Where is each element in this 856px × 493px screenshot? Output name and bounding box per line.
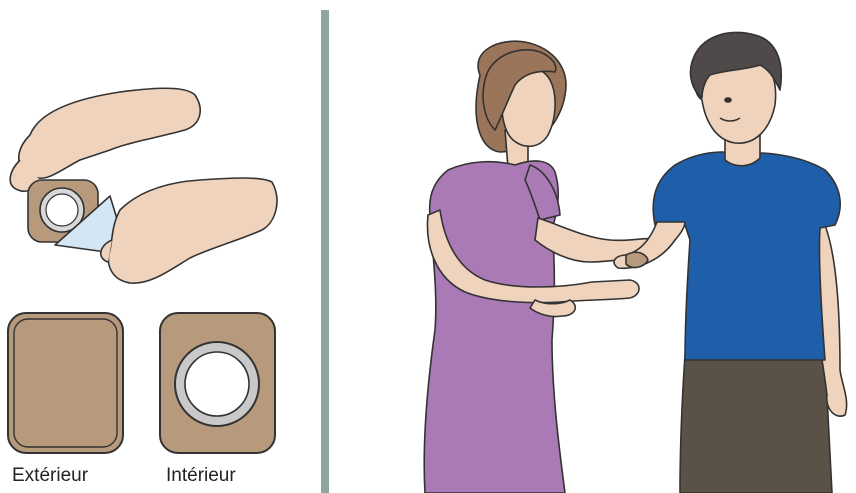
left-panel: Extérieur Intérieur	[0, 0, 320, 493]
upper-hand-illustration	[9, 87, 201, 193]
exterior-caption: Extérieur	[12, 465, 89, 486]
lower-hand-illustration	[100, 177, 278, 284]
patch-exterior-icon	[7, 312, 124, 454]
woman-illustration	[423, 40, 662, 493]
man-illustration	[613, 31, 848, 493]
patch-illustrations	[7, 87, 278, 454]
patch-interior-icon	[159, 312, 276, 454]
people-illustration	[423, 31, 848, 493]
interior-caption: Intérieur	[166, 465, 236, 486]
held-patch-icon	[27, 179, 99, 243]
right-panel	[330, 0, 856, 493]
panel-divider	[321, 10, 329, 493]
